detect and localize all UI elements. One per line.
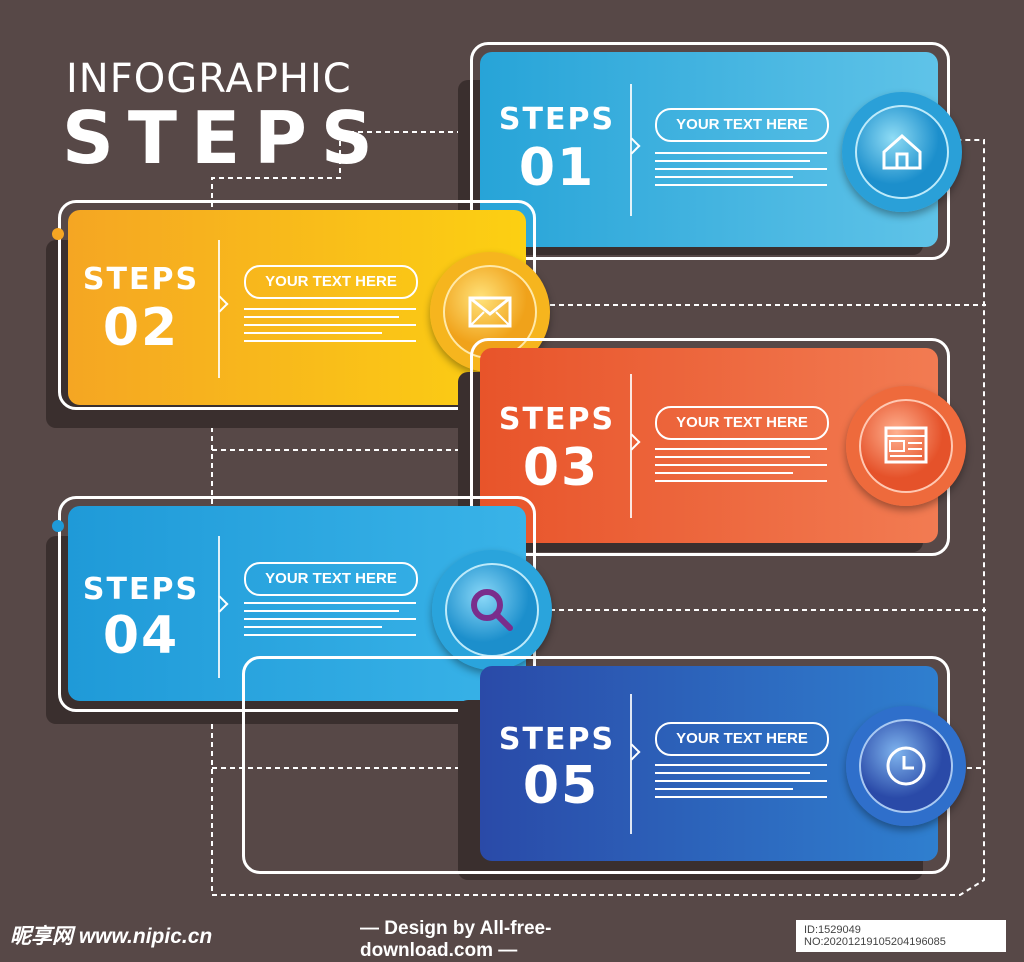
step4-number: 04 — [102, 606, 180, 666]
step1-divider — [630, 84, 632, 216]
step3-text-lines — [655, 448, 827, 488]
step2-label: STEPS — [82, 262, 200, 297]
step4-pill: YOUR TEXT HERE — [244, 562, 418, 596]
step2-icon-badge — [430, 252, 550, 372]
step2-card: STEPS 02 YOUR TEXT HERE — [68, 210, 526, 405]
envelope-icon — [430, 252, 550, 372]
title-line2: STEPS — [62, 96, 387, 180]
step5-divider — [630, 694, 632, 834]
step4-text-lines — [244, 602, 416, 642]
step1-icon-badge — [842, 92, 962, 212]
step5-number: 05 — [522, 756, 600, 816]
step4-label: STEPS — [82, 572, 200, 607]
step2-text-lines — [244, 308, 416, 348]
step5-label: STEPS — [498, 722, 616, 757]
step3-chevron — [623, 433, 641, 451]
step5-pill: YOUR TEXT HERE — [655, 722, 829, 756]
step5-icon-badge — [846, 706, 966, 826]
step3-number: 03 — [522, 438, 600, 498]
step1-number: 01 — [518, 138, 596, 198]
step1-label: STEPS — [498, 102, 616, 137]
step2-chevron — [211, 295, 229, 313]
step1-pill: YOUR TEXT HERE — [655, 108, 829, 142]
footer-watermark-left: 昵享网 www.nipic.cn — [10, 925, 213, 948]
layout-icon — [846, 386, 966, 506]
step5-text-lines — [655, 764, 827, 804]
title-line1: INFOGRAPHIC — [66, 56, 352, 102]
search-icon — [432, 550, 552, 670]
step3-label: STEPS — [498, 402, 616, 437]
footer-credit: — Design by All-free-download.com — — [360, 918, 552, 961]
clock-icon — [846, 706, 966, 826]
step1-text-lines — [655, 152, 827, 192]
step3-divider — [630, 374, 632, 518]
step1-chevron — [623, 137, 641, 155]
step4-divider — [218, 536, 220, 678]
step2-divider — [218, 240, 220, 378]
step3-pill: YOUR TEXT HERE — [655, 406, 829, 440]
step4-icon-badge — [432, 550, 552, 670]
step4-dot — [52, 520, 64, 532]
home-icon — [842, 92, 962, 212]
step4-chevron — [211, 595, 229, 613]
step2-number: 02 — [102, 298, 180, 358]
step3-icon-badge — [846, 386, 966, 506]
step2-dot — [52, 228, 64, 240]
step2-pill: YOUR TEXT HERE — [244, 265, 418, 299]
footer-id: ID:1529049 NO:20201219105204196085 — [796, 920, 1006, 952]
step5-chevron — [623, 743, 641, 761]
